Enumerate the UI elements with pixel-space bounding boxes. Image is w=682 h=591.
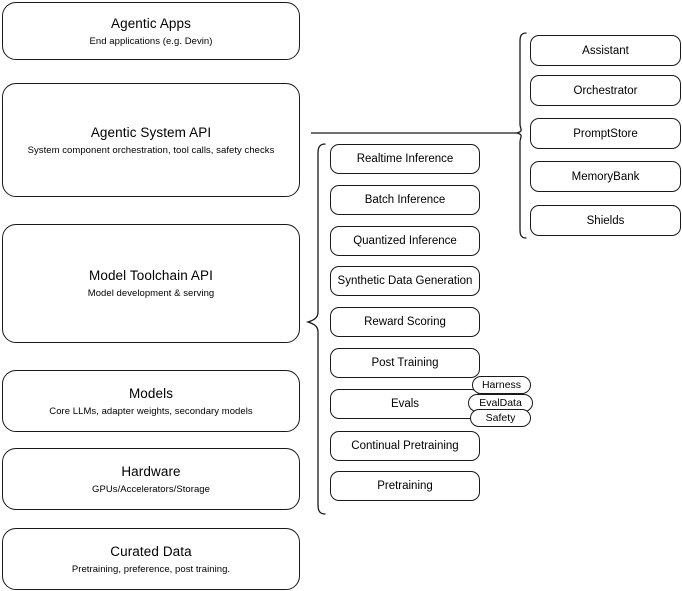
capability-reward-scoring[interactable]: Reward Scoring (330, 307, 480, 337)
brace-agentic-components (514, 32, 527, 239)
layer-subtitle: Model development & serving (87, 288, 215, 299)
capability-realtime-inference[interactable]: Realtime Inference (330, 144, 480, 174)
layer-model-toolchain-api[interactable]: Model Toolchain API Model development & … (2, 224, 300, 343)
capability-label: Evals (390, 398, 420, 410)
layer-agentic-system-api[interactable]: Agentic System API System component orch… (2, 83, 300, 197)
layer-hardware[interactable]: Hardware GPUs/Accelerators/Storage (2, 448, 300, 510)
component-label: PromptStore (573, 127, 638, 140)
evals-pill-harness[interactable]: Harness (472, 376, 531, 394)
capability-post-training[interactable]: Post Training (330, 348, 480, 378)
capability-label: Synthetic Data Generation (337, 275, 473, 287)
capability-pretraining[interactable]: Pretraining (330, 471, 480, 501)
evals-pill-label: Harness (481, 379, 522, 391)
component-label: MemoryBank (571, 170, 640, 183)
capability-label: Realtime Inference (356, 153, 454, 165)
brace-toolchain-capabilities (305, 143, 326, 515)
capability-label: Post Training (371, 357, 439, 369)
component-label: Assistant (582, 44, 629, 57)
component-memorybank[interactable]: MemoryBank (530, 161, 681, 192)
layer-title: Curated Data (110, 543, 192, 559)
layer-subtitle: GPUs/Accelerators/Storage (92, 483, 210, 495)
capability-evals[interactable]: Evals (330, 389, 480, 419)
layer-subtitle: Core LLMs, adapter weights, secondary mo… (49, 405, 253, 417)
evals-pill-label: EvalData (479, 397, 522, 409)
evals-pill-safety[interactable]: Safety (470, 409, 531, 427)
capability-batch-inference[interactable]: Batch Inference (330, 185, 480, 215)
layer-subtitle: System component orchestration, tool cal… (27, 144, 275, 156)
component-orchestrator[interactable]: Orchestrator (530, 75, 681, 106)
capability-quantized-inference[interactable]: Quantized Inference (330, 226, 480, 256)
layer-subtitle: End applications (e.g. Devin) (89, 35, 213, 47)
component-promptstore[interactable]: PromptStore (530, 118, 681, 149)
component-shields[interactable]: Shields (530, 205, 681, 236)
layer-curated-data[interactable]: Curated Data Pretraining, preference, po… (2, 528, 300, 590)
capability-label: Batch Inference (364, 194, 446, 206)
layer-title: Models (128, 385, 174, 401)
capability-continual-pretraining[interactable]: Continual Pretraining (330, 431, 480, 461)
layer-title: Hardware (121, 463, 181, 479)
component-label: Shields (586, 214, 625, 227)
capability-label: Pretraining (377, 480, 433, 492)
layer-subtitle: Pretraining, preference, post training. (71, 563, 231, 575)
layer-title: Agentic Apps (110, 15, 191, 31)
capability-label: Quantized Inference (353, 235, 457, 247)
capability-synthetic-data-generation[interactable]: Synthetic Data Generation (330, 266, 480, 296)
component-label: Orchestrator (573, 84, 638, 97)
layer-agentic-apps[interactable]: Agentic Apps End applications (e.g. Devi… (2, 2, 300, 60)
evals-pill-label: Safety (485, 412, 516, 424)
layer-models[interactable]: Models Core LLMs, adapter weights, secon… (2, 370, 300, 432)
layer-title: Model Toolchain API (89, 268, 213, 283)
capability-label: Continual Pretraining (351, 440, 459, 452)
capability-label: Reward Scoring (364, 316, 446, 328)
layer-title: Agentic System API (90, 124, 212, 140)
component-assistant[interactable]: Assistant (530, 35, 681, 66)
